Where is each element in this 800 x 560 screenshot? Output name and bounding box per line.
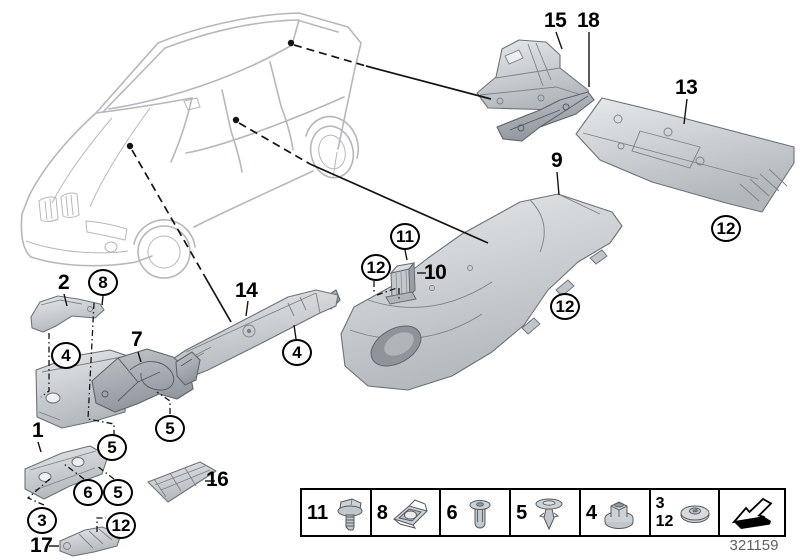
callout-12-panel[interactable]: 12 bbox=[711, 215, 741, 242]
callout-11[interactable]: 11 bbox=[390, 223, 420, 250]
cage-nut-clip-icon bbox=[392, 498, 428, 529]
legend-cell-5[interactable]: 5 bbox=[509, 490, 579, 535]
legend-cell-11[interactable]: 11 bbox=[302, 490, 370, 535]
legend-label-8: 8 bbox=[376, 501, 388, 524]
legend-cell-4[interactable]: 4 bbox=[578, 490, 649, 535]
callout-12-lower[interactable]: 12 bbox=[106, 512, 136, 539]
callout-5-mid[interactable]: 5 bbox=[97, 434, 127, 461]
part-13-underfloor-panel bbox=[575, 97, 795, 213]
car-sketch-x3 bbox=[20, 12, 362, 279]
callout-12-tunnel[interactable]: 12 bbox=[550, 293, 580, 320]
callout-13[interactable]: 13 bbox=[675, 76, 698, 99]
legend-cell-8[interactable]: 8 bbox=[369, 490, 440, 535]
part-10-retainer-bracket bbox=[385, 261, 417, 305]
callout-7[interactable]: 7 bbox=[131, 328, 143, 351]
callout-4-sill[interactable]: 4 bbox=[282, 339, 312, 366]
callout-10[interactable]: 10 bbox=[424, 261, 447, 284]
part-2-bracket bbox=[30, 295, 105, 333]
callout-6[interactable]: 6 bbox=[73, 479, 103, 506]
legend-cell-direction[interactable] bbox=[718, 490, 784, 535]
callout-1[interactable]: 1 bbox=[32, 419, 44, 442]
callout-8[interactable]: 8 bbox=[88, 269, 118, 296]
callout-4-front[interactable]: 4 bbox=[51, 342, 81, 369]
callout-3[interactable]: 3 bbox=[27, 507, 57, 534]
legend-label-3-12: 3 12 bbox=[655, 494, 674, 530]
legend-cell-3-12[interactable]: 3 12 bbox=[648, 490, 719, 535]
expansion-rivet-icon bbox=[469, 499, 491, 529]
legend-label-6: 6 bbox=[446, 501, 458, 524]
part-14-sill-shield bbox=[169, 289, 339, 380]
callout-5-right[interactable]: 5 bbox=[155, 415, 185, 442]
part-1-shield-bracket bbox=[24, 445, 109, 500]
callout-16[interactable]: 16 bbox=[206, 468, 229, 491]
part-7-wheel-arch-shield bbox=[91, 348, 201, 413]
hex-flange-screw-icon bbox=[337, 497, 363, 530]
sealing-washer-icon bbox=[680, 505, 710, 523]
callout-15[interactable]: 15 bbox=[544, 9, 567, 32]
part-18-bracket bbox=[496, 91, 595, 142]
legend-label-4: 4 bbox=[585, 501, 597, 524]
drawing-number: 321159 bbox=[729, 537, 779, 554]
direction-arrow-icon bbox=[731, 497, 773, 529]
callout-9[interactable]: 9 bbox=[551, 149, 563, 172]
callout-18[interactable]: 18 bbox=[577, 9, 600, 32]
callout-leader-lines bbox=[26, 31, 688, 547]
fastener-legend: 11 8 6 bbox=[300, 488, 786, 537]
callout-5-lower[interactable]: 5 bbox=[103, 479, 133, 506]
car-leader-lines bbox=[126, 39, 492, 323]
callout-14[interactable]: 14 bbox=[235, 279, 258, 302]
callout-17[interactable]: 17 bbox=[30, 534, 53, 557]
part-17-ribbed-bracket bbox=[59, 526, 122, 557]
part-16-ribbed-plate bbox=[147, 461, 217, 503]
part-9-tunnel-heat-shield bbox=[340, 193, 623, 391]
push-pin-clip-icon bbox=[535, 498, 563, 530]
callout-2[interactable]: 2 bbox=[58, 271, 70, 294]
callout-12-bracket[interactable]: 12 bbox=[361, 254, 391, 281]
legend-label-11: 11 bbox=[307, 501, 329, 524]
legend-cell-6[interactable]: 6 bbox=[439, 490, 509, 535]
plastic-hex-nut-icon bbox=[604, 500, 634, 529]
legend-label-5: 5 bbox=[516, 501, 528, 524]
